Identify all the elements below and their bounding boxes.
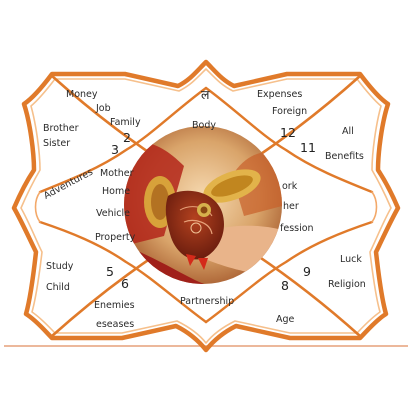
house-5-number: 5 [106,264,114,279]
label-enemies: Enemies [94,300,135,311]
house-9-number: 9 [303,264,311,279]
label-family: Family [110,117,141,128]
label-benefits: Benefits [325,151,364,162]
house-6-number: 6 [121,276,129,291]
label-profession: fession [280,223,314,234]
label-mother: Mother [100,168,134,179]
house-12-number: 12 [280,125,296,140]
house-11-number: 11 [300,140,316,155]
label-sister: Sister [43,138,71,149]
label-work: ork [282,181,298,192]
wedding-hands-photo [124,126,282,284]
outer-frame [11,59,401,353]
label-study: Study [46,261,74,272]
label-foreign: Foreign [272,106,308,117]
label-expenses: Expenses [257,89,303,100]
house-8-number: 8 [281,278,289,293]
label-all: All [342,126,354,137]
inner-lines [34,74,378,338]
house-1-symbol: ल [201,87,210,102]
label-property: Property [95,232,136,243]
label-luck: Luck [340,254,362,265]
label-money: Money [66,89,98,100]
label-father: her [283,201,299,212]
house-2-number: 2 [123,130,131,145]
label-body: Body [192,120,216,131]
label-diseases: eseases [96,319,135,330]
label-partnership: Partnership [180,296,235,307]
label-child: Child [46,282,70,293]
label-age: Age [276,314,295,325]
label-religion: Religion [328,279,366,290]
label-vehicle: Vehicle [96,208,130,219]
house-3-number: 3 [111,142,119,157]
label-job: Job [96,103,111,114]
label-home: Home [102,186,131,197]
label-brother: Brother [43,123,79,134]
